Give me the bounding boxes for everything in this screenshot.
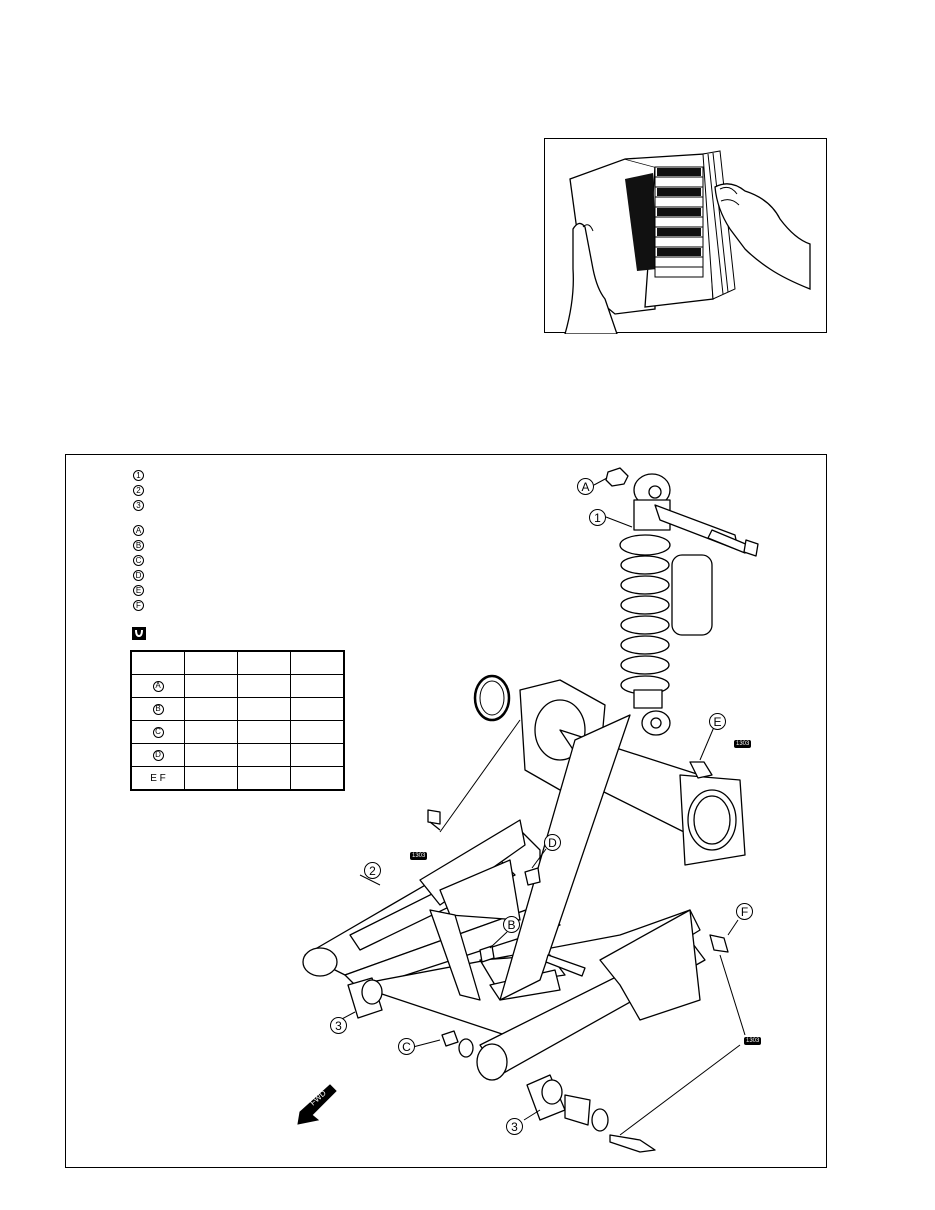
legend-part-2: 2 xyxy=(133,483,144,498)
legend-fastener-d: D xyxy=(133,568,144,583)
legend-part-1: 1 xyxy=(133,468,144,483)
callout-shock: 1 xyxy=(589,509,606,526)
callout-bolt-f: F xyxy=(736,903,753,920)
callout-nut-a: A xyxy=(577,478,594,495)
torque-table: A B C D E F xyxy=(130,650,345,791)
manual-illustration-frame xyxy=(544,138,827,334)
wrench-torque-icon xyxy=(132,627,146,640)
torque-row-b: B xyxy=(130,697,345,721)
callout-bolt-b: B xyxy=(503,916,520,933)
callout-nut-d: D xyxy=(544,834,561,851)
exploded-diagram-frame xyxy=(65,454,827,1168)
legend-fastener-b: B xyxy=(133,538,144,553)
legend-fastener-e: E xyxy=(133,583,144,598)
callout-bolt-e: E xyxy=(709,713,726,730)
callout-bearing-left: 3 xyxy=(330,1017,347,1034)
torque-header-row xyxy=(130,650,345,675)
torque-row-a: A xyxy=(130,674,345,698)
legend-part-3: 3 xyxy=(133,498,144,513)
thread-lock-icon: 1303 xyxy=(744,1037,762,1045)
callout-swingarm: 2 xyxy=(364,862,381,879)
torque-row-ef: E F xyxy=(130,766,345,791)
thread-lock-icon: 1303 xyxy=(410,852,428,860)
torque-row-d: D xyxy=(130,743,345,767)
callout-bearing-right: 3 xyxy=(506,1118,523,1135)
legend-fastener-f: F xyxy=(133,598,144,613)
torque-row-c: C xyxy=(130,720,345,744)
legend-fastener-c: C xyxy=(133,553,144,568)
parts-legend: 1 2 3 A B C D E F xyxy=(133,468,144,613)
callout-nut-c: C xyxy=(398,1038,415,1055)
thread-lock-icon: 1303 xyxy=(734,740,752,748)
manual-icon xyxy=(564,150,811,334)
legend-fastener-a: A xyxy=(133,523,144,538)
